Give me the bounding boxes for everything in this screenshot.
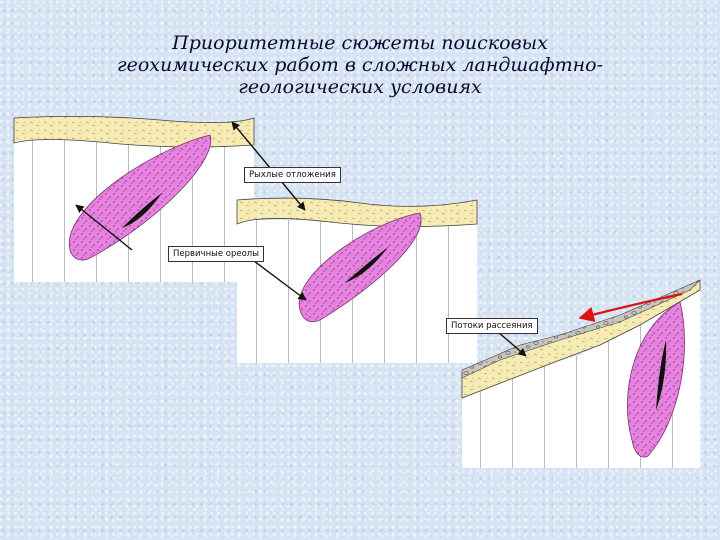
- label-loose-deposits: Рыхлые отложения: [244, 167, 341, 183]
- label-primary-halos: Первичные ореолы: [168, 246, 264, 262]
- panel-2: [237, 198, 477, 363]
- label-dispersion-flows: Потоки рассеяния: [446, 318, 538, 334]
- panel-3: [462, 280, 700, 468]
